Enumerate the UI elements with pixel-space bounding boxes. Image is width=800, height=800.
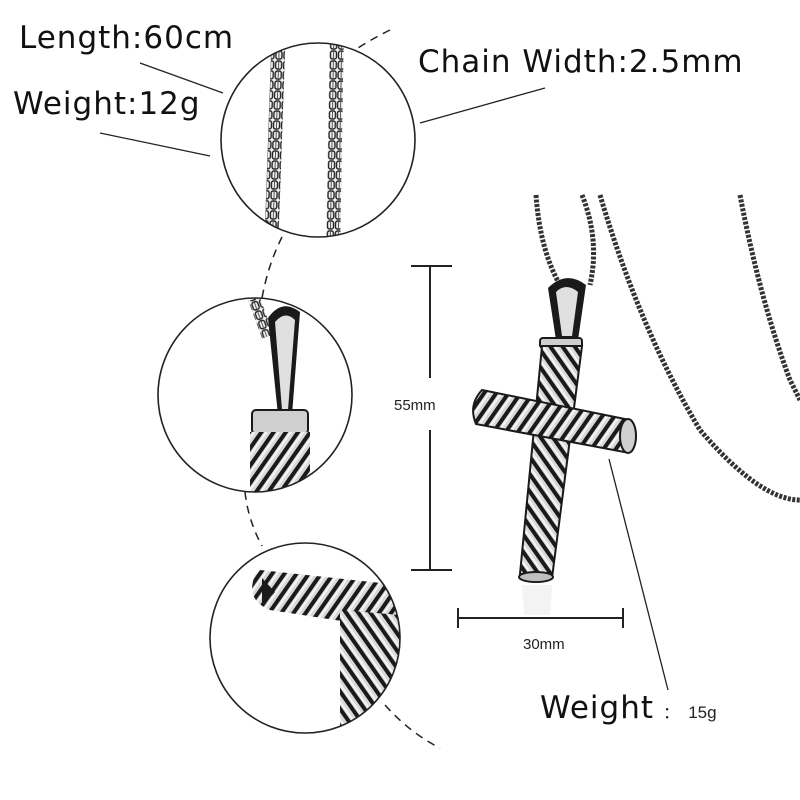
chain-weight-label: Weight:12g xyxy=(13,86,201,122)
chain-closeup-circle xyxy=(220,42,416,238)
pendant-chain xyxy=(533,194,800,503)
pendant-weight-label: Weight xyxy=(540,690,655,726)
bail-closeup-circle xyxy=(157,297,353,493)
length-label: Length:60cm xyxy=(19,20,235,56)
pendant-weight: Weight ： 15g xyxy=(540,690,717,726)
height-dimension-line xyxy=(411,265,452,571)
pendant-weight-separator: ： xyxy=(663,703,680,722)
leader-lines xyxy=(99,62,669,691)
pendant-weight-value: 15g xyxy=(688,703,717,722)
cross-pendant xyxy=(472,278,637,615)
pendant-width-label: 30mm xyxy=(523,636,565,653)
chain-width-label: Chain Width:2.5mm xyxy=(418,44,744,80)
dashed-connector-arc xyxy=(244,29,441,749)
width-dimension-line xyxy=(457,608,624,628)
cross-arm-closeup-circle xyxy=(209,542,401,734)
pendant-height-label: 55mm xyxy=(394,397,436,414)
